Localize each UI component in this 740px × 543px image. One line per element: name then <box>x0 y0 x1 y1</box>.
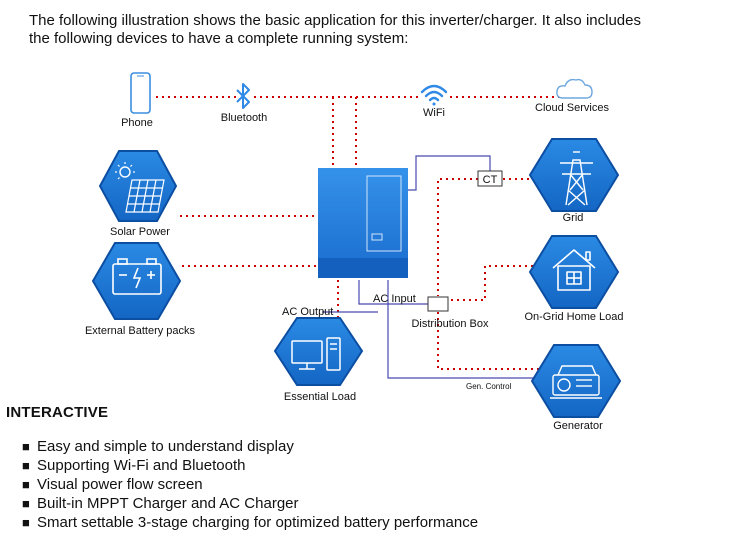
wifi-label: WiFi <box>423 107 445 119</box>
bullet-icon: ■ <box>22 458 30 473</box>
generator-label: Generator <box>553 420 603 432</box>
inverter-display-icon <box>371 233 383 241</box>
bullet-icon: ■ <box>22 439 30 454</box>
dotted-connections <box>156 96 560 370</box>
bullet-icon: ■ <box>22 515 30 530</box>
ac-input-label: AC Input <box>373 293 416 305</box>
feature-text: Built-in MPPT Charger and AC Charger <box>37 495 299 512</box>
bluetooth-label: Bluetooth <box>221 112 267 124</box>
ct-box <box>477 170 503 187</box>
transmission-tower-icon <box>560 151 593 206</box>
link-generator-distribution <box>437 312 545 370</box>
features-heading: INTERACTIVE <box>6 404 109 421</box>
gen-control-label: Gen. Control <box>466 382 512 391</box>
link-ct-distribution <box>437 178 478 296</box>
bullet-icon: ■ <box>22 496 30 511</box>
line-gen-control <box>387 280 545 379</box>
solar-hexagon <box>98 150 178 222</box>
feature-item: ■ Supporting Wi-Fi and Bluetooth <box>22 456 478 475</box>
distribution-box <box>427 296 449 312</box>
bluetooth-icon <box>236 83 250 109</box>
wifi-icon <box>420 84 448 106</box>
intro-line-1: The following illustration shows the bas… <box>29 12 641 29</box>
sun-rays <box>115 162 135 180</box>
inverter-panel <box>366 175 402 252</box>
generator-hexagon <box>530 344 622 418</box>
grid-label: Grid <box>563 212 584 224</box>
feature-item: ■ Built-in MPPT Charger and AC Charger <box>22 494 478 513</box>
bullet-icon: ■ <box>22 477 30 492</box>
computer-icon <box>291 337 341 371</box>
solid-connections <box>322 155 545 379</box>
essential-load-hexagon <box>273 317 364 386</box>
battery-label: External Battery packs <box>85 325 196 337</box>
battery-hexagon <box>91 242 182 320</box>
solar-panel-icon <box>125 179 165 213</box>
essential-load-label: Essential Load <box>284 391 356 403</box>
feature-text: Easy and simple to understand display <box>37 438 294 455</box>
grid-hexagon <box>528 138 620 212</box>
feature-item: ■ Visual power flow screen <box>22 475 478 494</box>
phone-icon <box>130 72 151 114</box>
phone-label: Phone <box>121 117 153 129</box>
ct-label: CT <box>483 174 498 186</box>
house-icon <box>552 249 596 291</box>
feature-text: Supporting Wi-Fi and Bluetooth <box>37 457 246 474</box>
line-acinput <box>358 280 428 305</box>
inverter-base <box>318 258 408 278</box>
link-home-distribution <box>448 265 545 301</box>
battery-icon <box>112 258 162 295</box>
line-inverter-ct <box>408 155 491 191</box>
distribution-box-label: Distribution Box <box>411 318 489 330</box>
sun-icon <box>119 166 131 178</box>
ac-output-label: AC Output <box>282 306 333 318</box>
generator-icon <box>550 365 602 399</box>
intro-line-2: the following devices to have a complete… <box>29 30 409 47</box>
cloud-icon <box>556 78 593 99</box>
inverter-unit <box>318 168 408 278</box>
feature-text: Smart settable 3-stage charging for opti… <box>37 514 479 531</box>
feature-item: ■ Smart settable 3-stage charging for opt… <box>22 513 478 532</box>
home-load-hexagon <box>528 235 620 309</box>
cloud-label: Cloud Services <box>535 102 609 114</box>
feature-text: Visual power flow screen <box>37 476 203 493</box>
feature-list: ■ Easy and simple to understand display ■… <box>22 437 478 532</box>
intro-text: The following illustration shows the bas… <box>29 12 729 48</box>
home-load-label: On-Grid Home Load <box>524 311 623 323</box>
solar-label: Solar Power <box>110 226 170 238</box>
feature-item: ■ Easy and simple to understand display <box>22 437 478 456</box>
